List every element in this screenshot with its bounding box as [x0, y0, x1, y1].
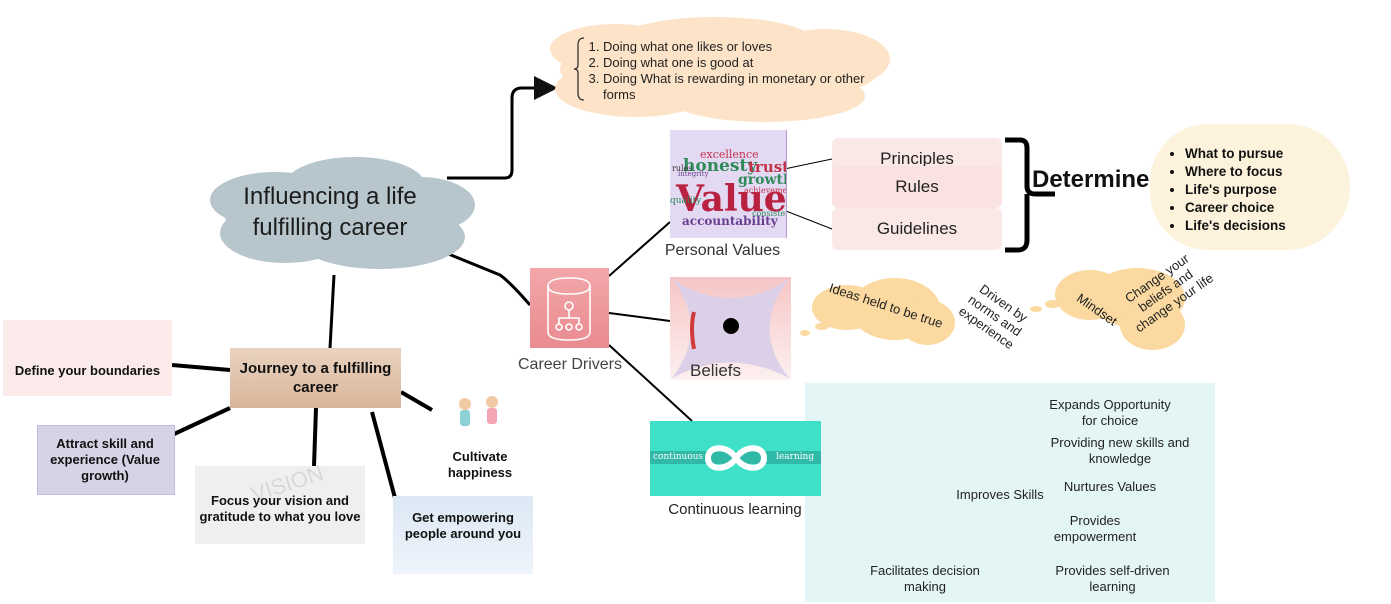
- learning-outcome: Provides self-driven learning: [1055, 563, 1170, 594]
- word: achievement: [744, 186, 787, 195]
- learning-outcome: Provides empowerment: [1053, 513, 1137, 544]
- empowering-image: [393, 496, 533, 574]
- banner-left-text: continuous: [653, 452, 704, 462]
- motivator-item: Doing what one likes or loves: [603, 39, 895, 55]
- career-drivers-label: Career Drivers: [517, 356, 622, 373]
- word: trust: [748, 158, 787, 176]
- vision-image: VISION: [195, 460, 365, 544]
- learning-outcome: Facilitates decision making: [870, 563, 980, 594]
- determines-item: What to pursue: [1185, 145, 1286, 163]
- learning-outcome: Providing new skills and knowledge: [1050, 435, 1190, 466]
- learning-outcomes-panel: [805, 383, 1215, 602]
- rules-box[interactable]: Rules: [832, 166, 1002, 208]
- thought-dot: [815, 323, 829, 330]
- link-drivers-beliefs: [608, 312, 671, 322]
- thought-dot: [800, 330, 810, 336]
- word: rules: [672, 164, 693, 173]
- banner-right-text: learning: [776, 452, 815, 462]
- cloud-shape: [210, 157, 475, 269]
- thought-dot: [1030, 306, 1042, 312]
- journey-step-boundaries[interactable]: Define your boundaries: [14, 363, 161, 378]
- infinity-icon: [704, 445, 768, 471]
- journey-step-empowering[interactable]: Get empowering people around you: [404, 510, 522, 541]
- skills-image: [37, 425, 175, 495]
- continuous-learning-label: Continuous learning: [668, 501, 802, 518]
- thought-dot: [1045, 300, 1061, 308]
- determine-cloud: [1150, 124, 1350, 250]
- cloud-shape: [550, 17, 890, 122]
- word: consistency: [752, 209, 786, 218]
- beliefs-image[interactable]: [670, 277, 791, 380]
- database-hierarchy-icon: [547, 277, 591, 341]
- learning-outcome: Expands Opportunity for choice: [1049, 397, 1171, 428]
- word: integrity: [678, 170, 709, 178]
- journey-step-happiness[interactable]: Cultivate happiness: [447, 449, 513, 480]
- continuous-learning-node[interactable]: continuous learning: [650, 421, 821, 496]
- beliefs-shape: [672, 279, 789, 378]
- motivator-item: Doing What is rewarding in monetary or o…: [603, 71, 895, 103]
- journey-step-vision[interactable]: Focus your vision and gratitude to what …: [199, 493, 361, 524]
- journey-label: Journey to a fulfilling career: [239, 360, 392, 396]
- curly-brace: [573, 37, 585, 101]
- values-word-cloud-image[interactable]: excellence honesty trust growth Values a…: [670, 130, 787, 238]
- word: growth: [738, 172, 786, 188]
- journey-node[interactable]: Journey to a fulfilling career: [230, 348, 401, 408]
- word: excellence: [700, 148, 759, 161]
- motivators-list: Doing what one likes or loves Doing what…: [583, 39, 895, 103]
- motivator-item: Doing what one is good at: [603, 55, 895, 71]
- happiness-image: [440, 392, 520, 447]
- boundaries-map-image: [3, 320, 172, 396]
- link-values-guidelines: [785, 210, 833, 230]
- determines-item: Life's decisions: [1185, 217, 1286, 235]
- determines-list: What to pursue Where to focus Life's pur…: [1168, 145, 1286, 235]
- word: honesty: [683, 156, 758, 176]
- word: accountability: [682, 214, 778, 228]
- thought-bubble: [1120, 300, 1185, 350]
- beliefs-label: Beliefs: [690, 361, 742, 380]
- motivators-cloud[interactable]: Doing what one likes or loves Doing what…: [545, 14, 895, 124]
- career-drivers-node[interactable]: [530, 268, 609, 348]
- learning-outcome: Nurtures Values: [1063, 479, 1157, 494]
- determines-item: Life's purpose: [1185, 181, 1286, 199]
- main-topic-cloud[interactable]: Influencing a life fulfilling career: [205, 155, 480, 275]
- learning-outcome: Improves Skills: [956, 487, 1044, 502]
- journey-step-skills[interactable]: Attract skill and experience (Value grow…: [50, 436, 160, 483]
- determine-brace: [1005, 137, 1055, 253]
- main-topic-title: Influencing a life fulfilling career: [243, 183, 417, 241]
- word: quality: [670, 196, 702, 206]
- guidelines-box[interactable]: Guidelines: [832, 208, 1002, 250]
- beliefs-driven-by: Driven by norms and experience: [956, 281, 1031, 353]
- thought-bubble: [900, 300, 955, 345]
- word: Values: [676, 178, 787, 220]
- determine-label: Determine: [1032, 166, 1150, 193]
- link-main-journey: [328, 274, 336, 349]
- determines-item: Where to focus: [1185, 163, 1286, 181]
- personal-values-label: Personal Values: [664, 242, 781, 259]
- happy-people-icon: [459, 396, 498, 426]
- determines-item: Career choice: [1185, 199, 1286, 217]
